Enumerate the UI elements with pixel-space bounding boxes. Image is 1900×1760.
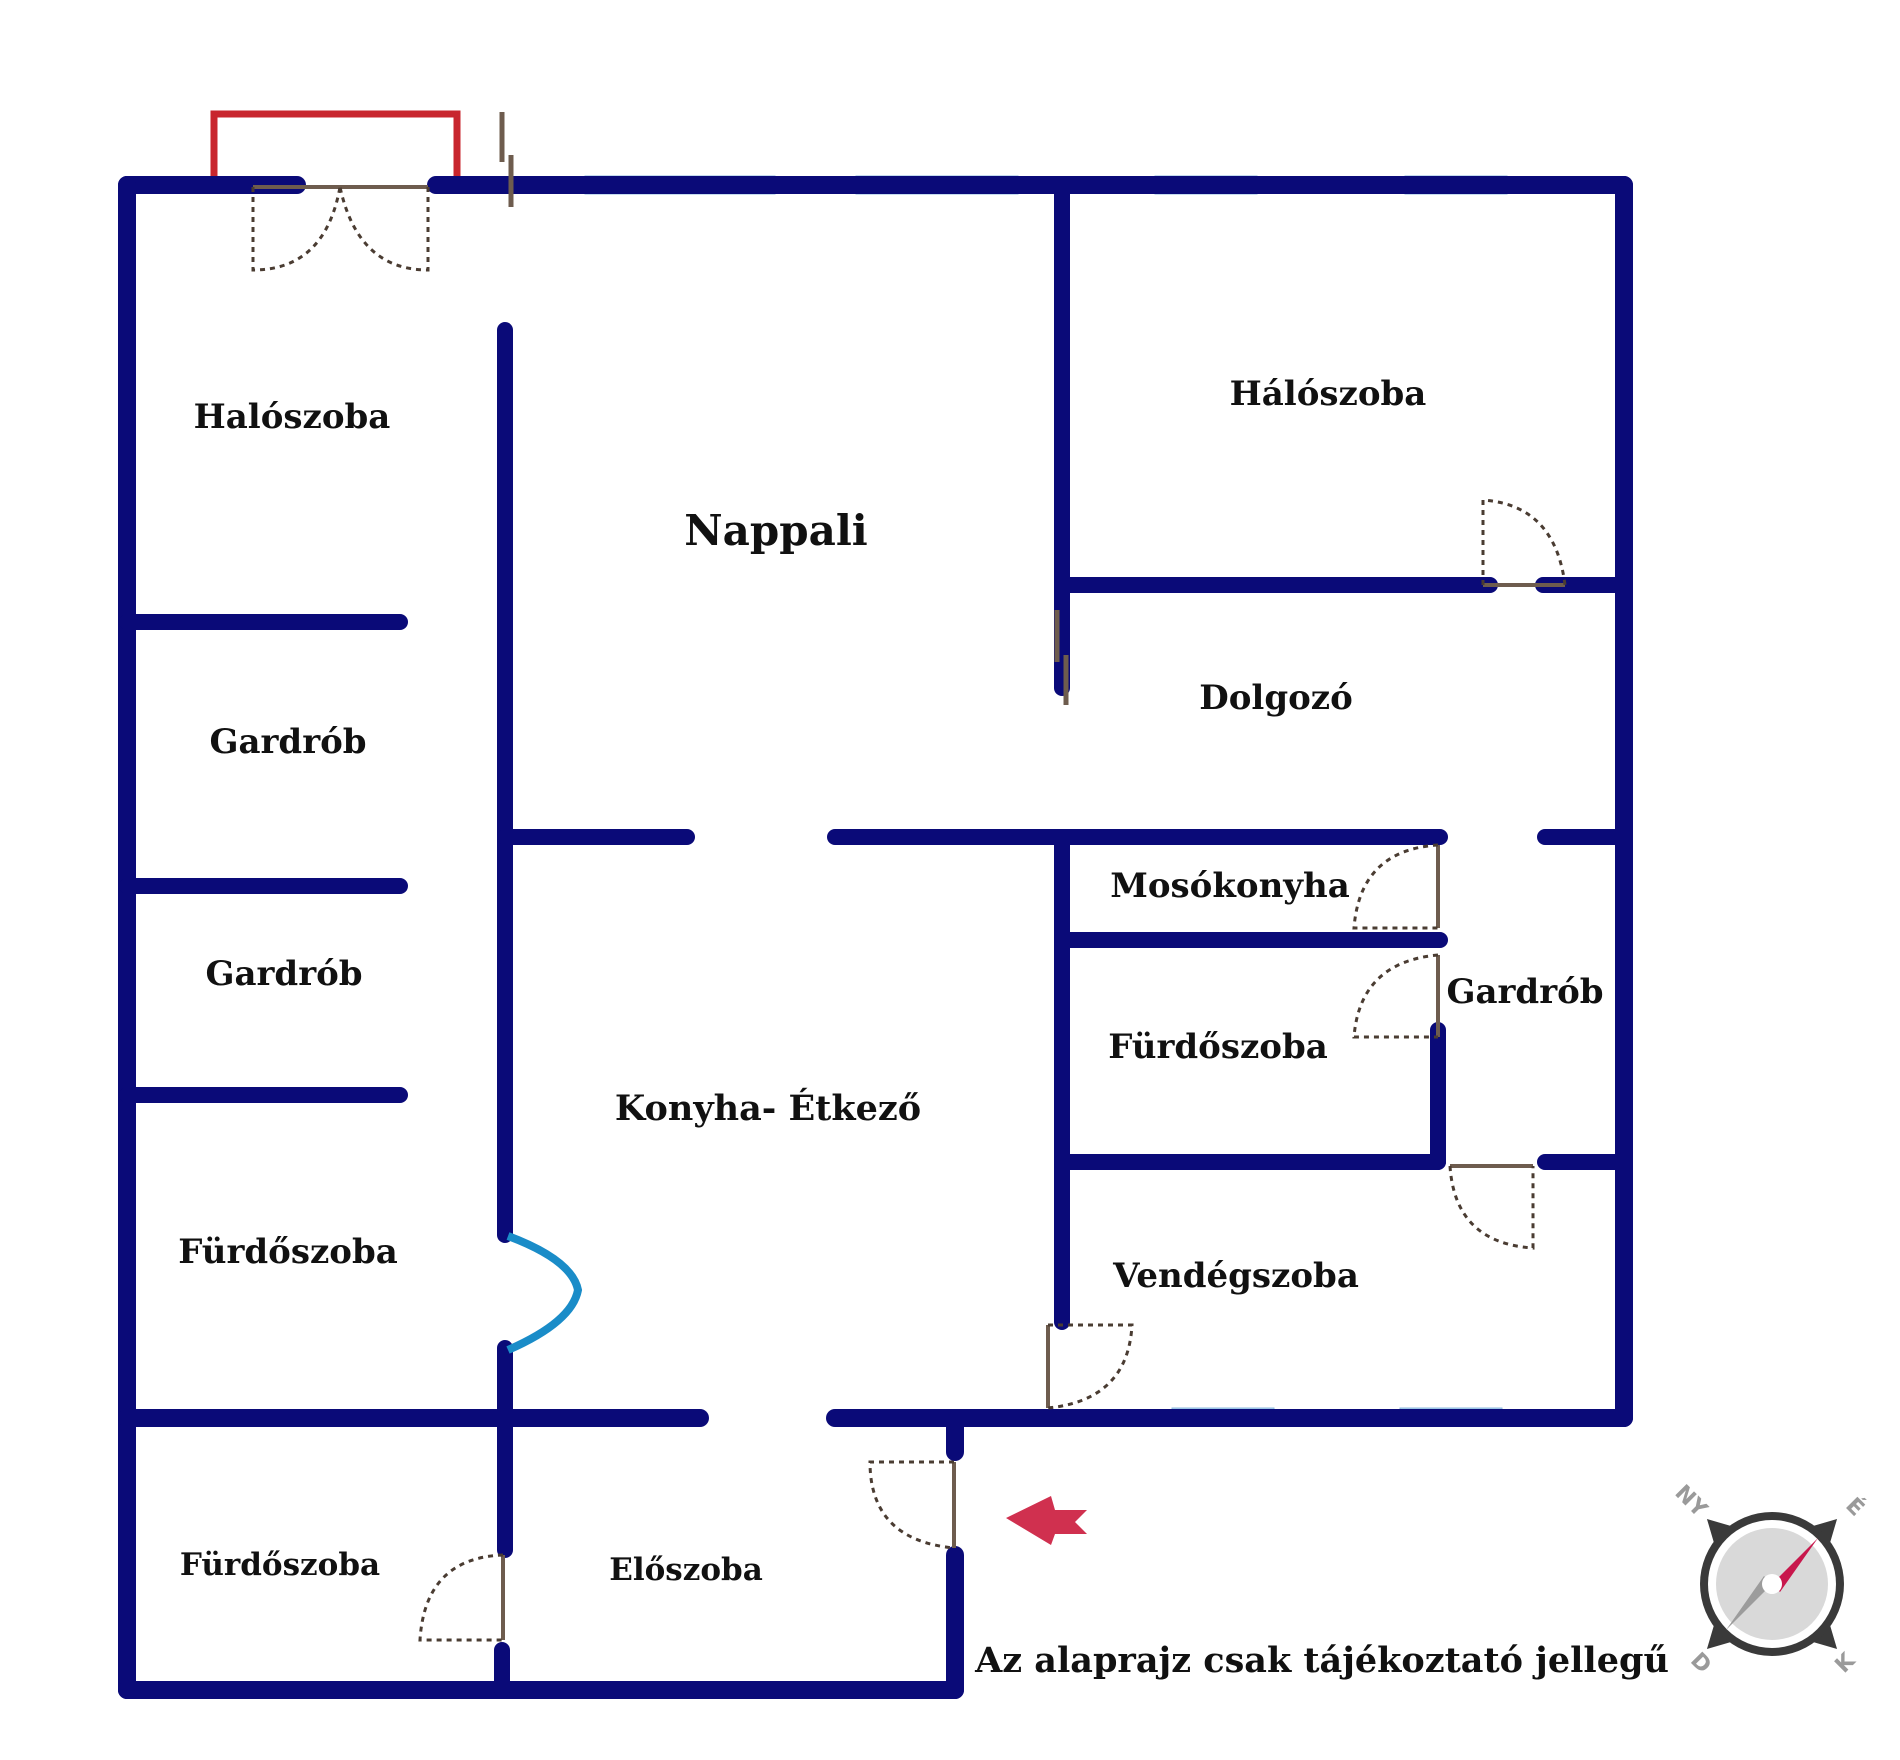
compass-label-d: D: [1685, 1648, 1716, 1679]
room-label: Fürdőszoba: [178, 1232, 398, 1272]
walls: [118, 176, 1633, 1699]
compass-icon: NY É D K: [1670, 1480, 1870, 1679]
room-label: Gardrób: [209, 722, 366, 762]
compass-label-ny: NY: [1670, 1480, 1713, 1523]
room-label: Vendégszoba: [1112, 1256, 1359, 1296]
room-label: Gardrób: [205, 954, 362, 994]
windows: [584, 175, 1508, 1427]
room-label: Dolgozó: [1199, 678, 1353, 718]
room-labels: Halószoba Nappali Hálószoba Dolgozó Gard…: [178, 374, 1603, 1588]
room-label: Előszoba: [609, 1552, 763, 1588]
room-label: Fürdőszoba: [180, 1547, 380, 1583]
doors: [251, 185, 1567, 1642]
sliding-door-marks: [499, 112, 1069, 705]
room-label: Hálószoba: [1230, 374, 1427, 414]
room-label: Nappali: [684, 506, 867, 555]
disclaimer-text: Az alaprajz csak tájékoztató jellegű: [974, 1640, 1669, 1681]
room-label: Konyha- Étkező: [615, 1087, 921, 1129]
arched-passage: [506, 1232, 583, 1354]
balcony: [210, 110, 461, 185]
room-label: Halószoba: [194, 397, 391, 437]
room-label: Mosókonyha: [1110, 866, 1350, 906]
room-label: Fürdőszoba: [1108, 1027, 1328, 1067]
compass-label-e: É: [1840, 1493, 1869, 1522]
compass-label-k: K: [1831, 1648, 1861, 1678]
entry-arrow-icon: [1006, 1496, 1087, 1545]
room-label: Gardrób: [1446, 972, 1603, 1012]
